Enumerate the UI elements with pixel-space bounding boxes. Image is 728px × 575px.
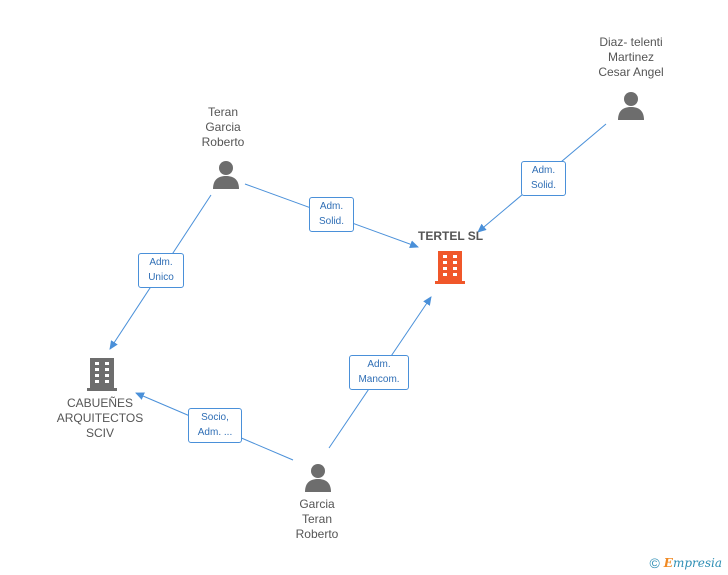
edge-label-teran-tertel[interactable]: Adm. Solid. <box>309 197 354 232</box>
edge-label-garcia-cabuenes[interactable]: Socio, Adm. ... <box>188 408 242 443</box>
node-label-teran[interactable]: Teran Garcia Roberto <box>201 105 245 149</box>
node-label-tertel[interactable]: TERTEL SL <box>418 229 484 243</box>
node-label-cabuenes[interactable]: CABUEÑES ARQUITECTOS SCIV <box>56 396 144 440</box>
footer-brand: © Empresia <box>649 555 722 571</box>
brand-logo: Empresia <box>663 556 722 570</box>
building-icon[interactable] <box>434 249 466 285</box>
edge-label-garcia-tertel[interactable]: Adm. Mancom. <box>349 355 409 390</box>
node-label-garcia[interactable]: Garcia Teran Roberto <box>295 497 339 541</box>
person-icon[interactable] <box>211 159 241 189</box>
node-label-diaz[interactable]: Diaz- telenti Martinez Cesar Angel <box>598 35 664 79</box>
edge-label-teran-cabuenes[interactable]: Adm. Unico <box>138 253 184 288</box>
copyright-icon: © <box>649 555 660 571</box>
person-icon[interactable] <box>303 462 333 492</box>
person-icon[interactable] <box>616 90 646 120</box>
building-icon[interactable] <box>86 356 118 392</box>
edge-label-diaz-tertel[interactable]: Adm. Solid. <box>521 161 566 196</box>
